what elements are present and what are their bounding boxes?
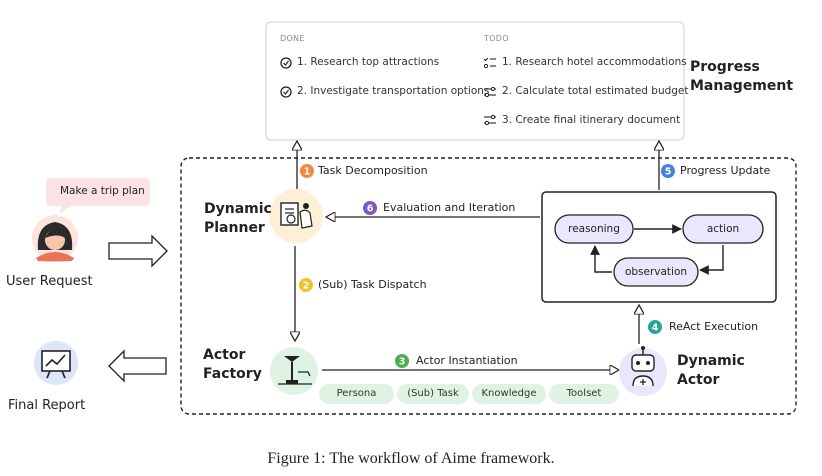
progress-card [265, 21, 685, 141]
todo-item: 3. Create final itinerary document [502, 114, 681, 126]
step-badge-3 [395, 354, 409, 368]
pill-label: (Sub) Task [407, 388, 459, 399]
step-badge-number: 1 [304, 167, 311, 178]
done-item: 1. Research top attractions [297, 56, 440, 68]
report-output-arrow [108, 349, 167, 383]
sliders-icon [484, 114, 496, 126]
system-boundary [180, 157, 797, 415]
step-badge-number: 5 [665, 167, 672, 178]
step-label-actor-instantiation: Actor Instantiation [416, 354, 518, 367]
action-label: action [706, 223, 740, 235]
pill-label: Persona [336, 388, 377, 399]
pill-label: Toolset [566, 388, 602, 399]
done-header: DONE [280, 34, 305, 43]
actor-factory-title: Actor Factory [203, 347, 262, 382]
sliders-icon [484, 86, 496, 98]
step-badge-6 [363, 201, 377, 215]
figure-caption: Figure 1: The workflow of Aime framework… [267, 450, 555, 467]
final-report-label: Final Report [8, 398, 86, 413]
factory-icon [270, 347, 318, 395]
action-node [682, 214, 764, 244]
step-label-react-execution: ReAct Execution [669, 320, 759, 333]
step-label-evaluation: Evaluation and Iteration [383, 201, 516, 214]
planner-icon [269, 189, 323, 243]
reasoning-label: reasoning [568, 223, 620, 235]
done-item: 2. Investigate transportation options [297, 85, 490, 97]
pill-toolset [549, 384, 619, 404]
checklist-icon [483, 57, 496, 69]
pill-persona [319, 384, 394, 404]
user-input-arrow [108, 234, 168, 268]
step-badge-1 [300, 164, 314, 178]
reasoning-node [554, 214, 634, 244]
speech-bubble-text: Make a trip plan [60, 185, 145, 197]
dynamic-actor-title: Dynamic Actor [677, 353, 745, 388]
step-badge-2 [299, 278, 313, 292]
user-request-label: User Request [6, 274, 93, 289]
step-badge-number: 2 [303, 281, 310, 292]
dynamic-planner-title: Dynamic Planner [204, 201, 272, 236]
todo-item: 2. Calculate total estimated budget [502, 85, 689, 97]
step-label-progress-update: Progress Update [680, 164, 771, 177]
todo-header: TODO [484, 34, 509, 43]
pill-subtask [397, 384, 469, 404]
progress-management-title: Progress Management [690, 59, 794, 94]
step-badge-number: 3 [399, 357, 406, 368]
step-label-task-decomposition: Task Decomposition [318, 164, 428, 177]
pill-label: Knowledge [481, 388, 537, 399]
step-badge-4 [648, 320, 662, 334]
check-circle-icon [280, 86, 292, 98]
robot-icon [619, 346, 667, 396]
report-chart-icon [34, 341, 78, 385]
step-label-task-dispatch: (Sub) Task Dispatch [318, 278, 427, 291]
observation-label: observation [624, 266, 688, 278]
check-circle-icon [280, 57, 292, 69]
step-badge-number: 6 [367, 204, 374, 215]
pill-knowledge [472, 384, 546, 404]
todo-item: 1. Research hotel accommodations [502, 56, 687, 68]
user-avatar-icon [32, 215, 78, 262]
speech-bubble [46, 178, 150, 206]
step-badge-number: 4 [652, 323, 659, 334]
observation-node [613, 257, 699, 287]
step-badge-5 [661, 164, 675, 178]
